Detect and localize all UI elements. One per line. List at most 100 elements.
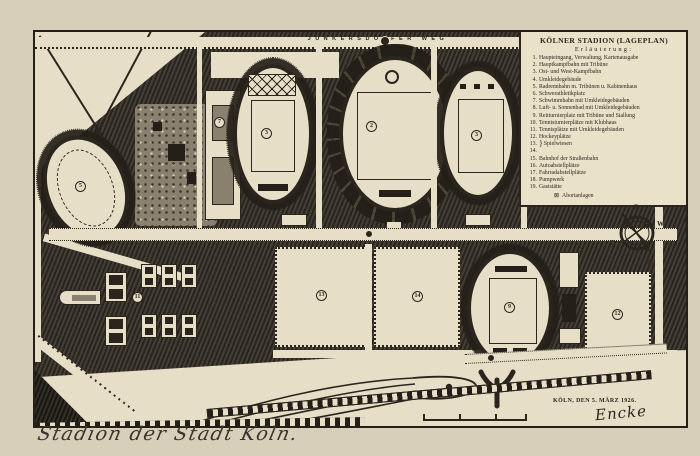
entrance-garden xyxy=(135,104,217,226)
legend-subtitle: Erläuterung: xyxy=(574,46,634,53)
map-marker: 2 xyxy=(366,121,377,132)
compass-north-label: N xyxy=(647,258,652,266)
legend-entry-label: Radrennbahn m. Tribünen u. Kabinenhaus xyxy=(539,83,638,90)
map-marker: 3 xyxy=(471,130,482,141)
legend-entry-label: Pumpwerk xyxy=(539,177,565,184)
legend-entry: 13.}Spielwiesen xyxy=(526,140,682,148)
compass-west-label: W xyxy=(657,220,664,228)
legend-entry-list: 1.Haupteingang, Verwaltung, Kartenausgab… xyxy=(526,55,682,192)
tennis-court xyxy=(181,264,197,288)
legend-entry: 1.Haupteingang, Verwaltung, Kartenausgab… xyxy=(526,55,682,62)
legend-symbol-label: Abortanlagen xyxy=(562,192,594,199)
legend-entry: 6.Schwerathletikplatz xyxy=(526,91,682,98)
legend-entry-number: 14. xyxy=(529,148,537,155)
legend-entry-number: 10. xyxy=(529,119,537,126)
map-marker: 12 xyxy=(612,309,623,320)
map-marker: 3 xyxy=(261,128,272,139)
legend-entry-label: Hockeyplätze xyxy=(539,134,571,141)
tennis-court xyxy=(181,314,197,338)
legend-entry: 15.Bahnhof der Straßenbahn xyxy=(526,156,682,163)
plan-date: KÖLN, DEN 5. MÄRZ 1926. xyxy=(553,398,637,404)
legend-entry: 7.Schwimmbahn mit Umkleidegebäuden xyxy=(526,98,682,105)
path-node xyxy=(365,230,373,238)
legend-entry-label: Luft- u. Sonnenbad mit Umkleidegebäuden xyxy=(539,105,640,112)
west-competition-oval xyxy=(226,57,320,211)
athletics-pad xyxy=(281,214,307,226)
tennis-court xyxy=(105,272,127,302)
compass-south-label: S xyxy=(634,203,638,211)
map-marker: 14 xyxy=(412,291,423,302)
toilet-symbol-icon: ⊠ xyxy=(554,192,560,199)
athletics-pad xyxy=(465,214,491,226)
gymnastics-pad xyxy=(248,74,296,96)
legend-entry: 17.Fahrradabstellplätze xyxy=(526,170,682,177)
map-marker: 13 xyxy=(316,290,327,301)
legend-entry-label: Reitturnierplatz mit Tribüne und Stallun… xyxy=(539,112,635,119)
scale-bar xyxy=(423,413,527,421)
legend-entry-number: 1. xyxy=(532,55,537,61)
legend-entry-number: 11. xyxy=(529,126,537,133)
legend-entry: 11.Tennisplätze mit Umkleidegebäuden xyxy=(526,127,682,134)
legend-entry: 10.Tennisturnierplätze mit Klubhaus xyxy=(526,120,682,127)
legend-entry: 8.Luft- u. Sonnenbad mit Umkleidegebäude… xyxy=(526,105,682,112)
east-edge-path xyxy=(655,192,663,372)
legend-entry: 16.Autoabstellplätze xyxy=(526,163,682,170)
main-stadium-field xyxy=(357,92,433,180)
legend-entry: 12.Hockeyplätze xyxy=(526,134,682,141)
scale-tick xyxy=(525,414,527,421)
legend-entry: 14. xyxy=(526,148,682,155)
outbuilding xyxy=(559,328,581,344)
legend-entry-label: Haupteingang, Verwaltung, Kartenausgabe xyxy=(539,55,639,61)
fountain xyxy=(385,70,399,84)
legend-entry-number: 9. xyxy=(532,112,537,119)
alley-path xyxy=(431,46,437,230)
scale-tick xyxy=(459,414,461,421)
scale-tick xyxy=(495,414,497,421)
legend-entry: 4.Umkleidegebäude xyxy=(526,77,682,84)
legend-entry-number: 2. xyxy=(532,62,537,69)
legend-entry-label: Tennisturnierplätze mit Klubhaus xyxy=(539,119,617,126)
legend-entry-number: 4. xyxy=(532,76,537,83)
legend-entry-number: 7. xyxy=(532,98,537,105)
garden-pavilion xyxy=(187,172,196,184)
path-node xyxy=(487,354,495,362)
outbuilding xyxy=(562,294,576,322)
handwritten-caption: Stadion der Stadt Köln. xyxy=(35,423,301,445)
legend-entry-label: Schwerathletikplatz xyxy=(539,90,586,97)
legend-entry-number: 19. xyxy=(529,184,537,191)
legend-entry-number: 5. xyxy=(532,83,537,90)
west-oval-stand xyxy=(258,184,288,191)
map-marker: 9 xyxy=(504,302,515,313)
stadium-site-plan-map: JUNKERSDORFER WEG xyxy=(33,30,688,428)
legend-entry-number: 8. xyxy=(532,105,537,112)
legend-entry: 19.Gaststätte xyxy=(526,184,682,191)
outbuilding xyxy=(559,252,579,288)
promenade xyxy=(49,228,677,241)
tennis-court xyxy=(141,264,157,288)
map-marker: 5 xyxy=(75,181,86,192)
map-marker: 11 xyxy=(132,292,143,303)
lawn-divider-path xyxy=(365,244,372,356)
tennis-court xyxy=(161,314,177,338)
compass-needle-tip xyxy=(642,244,650,251)
compass-east-label: O xyxy=(610,239,616,247)
legend-entry: 9.Reitturnierplatz mit Tribüne und Stall… xyxy=(526,113,682,120)
map-marker: 7 xyxy=(214,117,225,128)
east-oval-cabin xyxy=(488,84,494,89)
legend-entry-number: 13. xyxy=(529,141,537,148)
clubhouse-hall xyxy=(72,295,96,301)
east-oval-cabin xyxy=(474,84,480,89)
legend-entry-number: 12. xyxy=(529,134,537,141)
legend-symbol-entry: ⊠ Abortanlagen xyxy=(526,193,682,201)
legend-entry-label: Tennisplätze mit Umkleidegebäuden xyxy=(539,126,624,133)
legend-entry-label: Spielwiesen xyxy=(543,141,572,148)
legend-entry-label: Umkleidegebäude xyxy=(539,76,582,83)
pool-basin xyxy=(212,157,234,205)
scale-tick xyxy=(423,414,425,421)
legend-entry-number: 16. xyxy=(529,162,537,169)
garden-pavilion xyxy=(153,122,162,131)
east-oval-cabin xyxy=(460,84,466,89)
legend-entry-label: Ost- und West-Kampfbahn xyxy=(539,69,602,76)
west-oval-field xyxy=(251,100,295,172)
